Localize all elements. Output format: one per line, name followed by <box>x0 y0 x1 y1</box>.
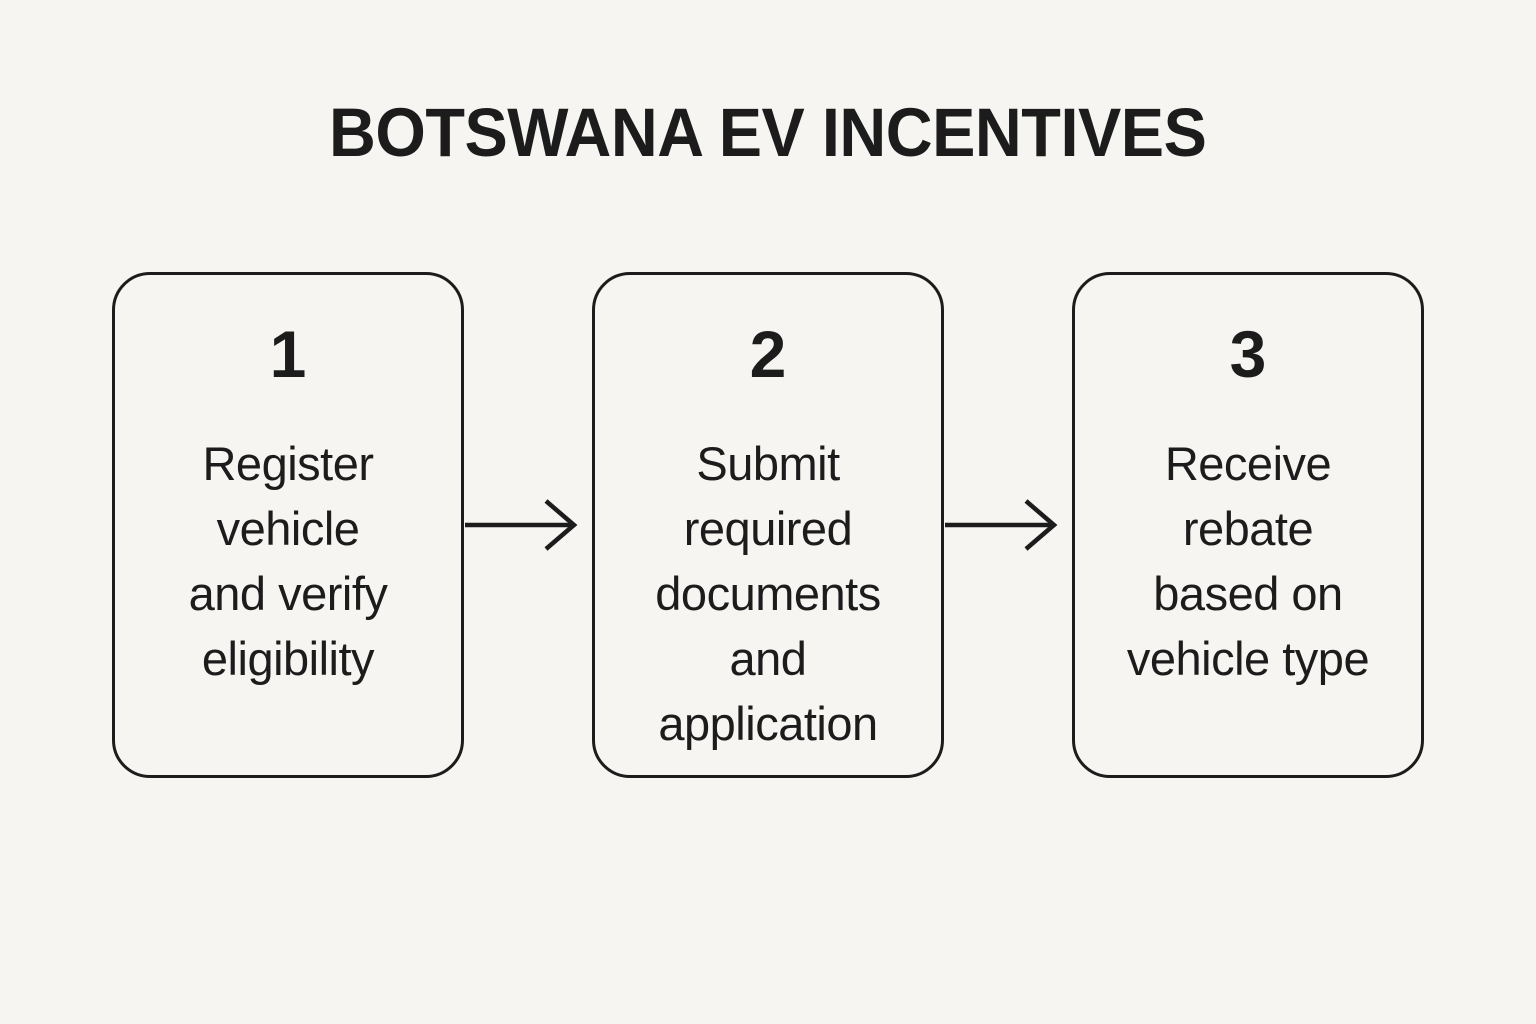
step-number: 3 <box>1229 317 1267 391</box>
step-description: Receive rebate based on vehicle type <box>1075 431 1421 691</box>
step-description-line: eligibility <box>201 632 375 685</box>
step-description-line: Submit <box>696 437 840 490</box>
step-description-line: Register <box>202 437 374 490</box>
diagram-title: BOTSWANA EV INCENTIVES <box>0 98 1536 167</box>
step-description-line: and verify <box>188 567 388 620</box>
diagram-title-text: BOTSWANA EV INCENTIVES <box>329 94 1207 171</box>
step-description: Submit required documents and applicatio… <box>595 431 941 756</box>
step-box-3: 3 Receive rebate based on vehicle type <box>1072 272 1424 778</box>
step-description-line: vehicle <box>216 502 360 555</box>
step-description: Register vehicle and verify eligibility <box>115 431 461 691</box>
arrow-right-icon <box>944 495 1072 555</box>
step-description-line: and <box>729 632 807 685</box>
step-description-line: vehicle type <box>1126 632 1370 685</box>
step-box-1: 1 Register vehicle and verify eligibilit… <box>112 272 464 778</box>
step-number: 2 <box>749 317 787 391</box>
step-description-line: based on <box>1153 567 1343 620</box>
step-box-2: 2 Submit required documents and applicat… <box>592 272 944 778</box>
arrow-right-icon <box>464 495 592 555</box>
process-flow: 1 Register vehicle and verify eligibilit… <box>0 272 1536 778</box>
step-description-line: rebate <box>1182 502 1314 555</box>
step-description-line: application <box>658 697 878 750</box>
step-description-line: required <box>683 502 853 555</box>
step-description-line: documents <box>655 567 881 620</box>
step-description-line: Receive <box>1164 437 1332 490</box>
step-number: 1 <box>269 317 307 391</box>
